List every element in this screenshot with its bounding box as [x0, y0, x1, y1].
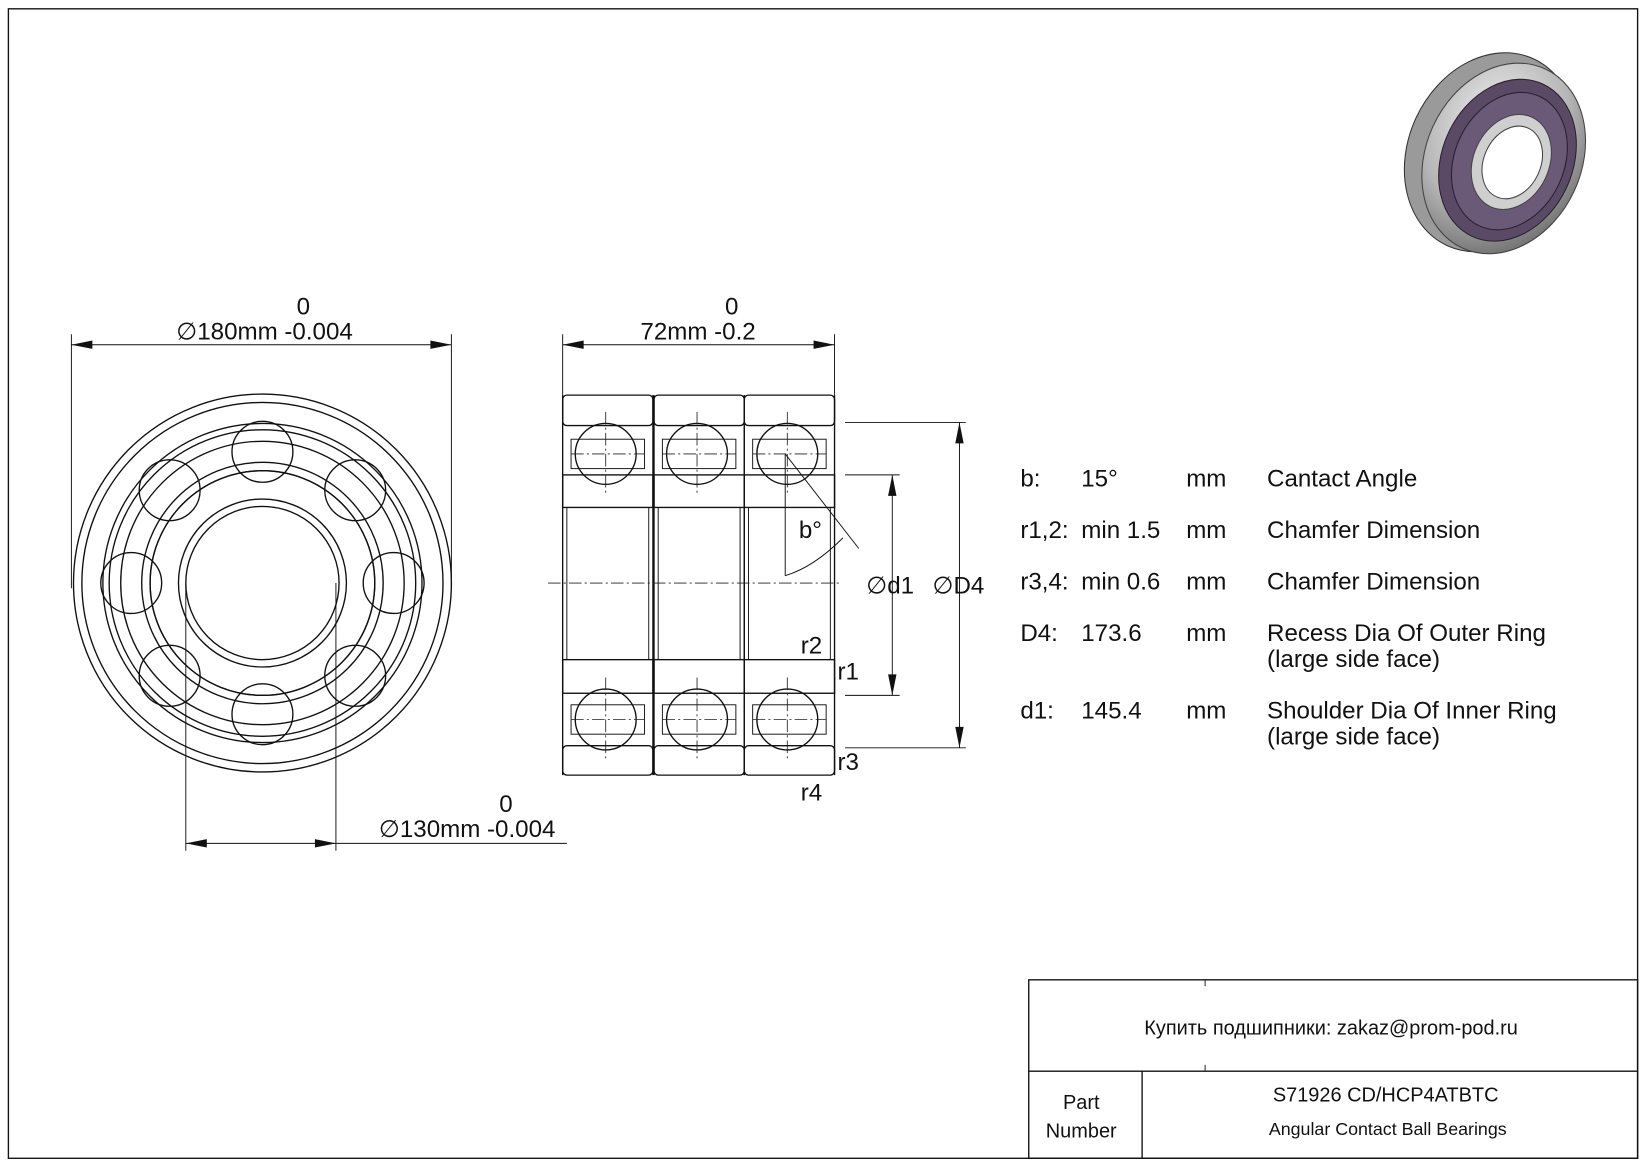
front-dimensions: 0 ∅180mm -0.004 0 ∅130mm -0.004: [70, 293, 567, 851]
spec-desc2: (large side face): [1267, 724, 1440, 751]
outer-ring-section: [561, 394, 654, 427]
width-label: 72mm -0.2: [640, 318, 755, 345]
cage-outer: [120, 440, 405, 726]
spec-unit: mm: [1186, 517, 1226, 544]
outer-ring-chamfer: [81, 401, 444, 765]
bore-dia-tolerance-upper: 0: [499, 791, 512, 818]
spec-value: 15°: [1081, 465, 1117, 492]
d1-label: ∅d1: [866, 573, 914, 600]
inner-ring-section: [561, 658, 654, 694]
spec-value: 173.6: [1081, 620, 1141, 647]
part-type: Angular Contact Ball Bearings: [1269, 1119, 1507, 1139]
contact-angle-label: b°: [799, 517, 822, 544]
D4-label: ∅D4: [932, 573, 984, 600]
spec-desc: Chamfer Dimension: [1267, 517, 1480, 544]
spec-desc: Shoulder Dia Of Inner Ring: [1267, 697, 1557, 724]
outer-ring-inner: [102, 422, 423, 744]
spec-symbol: r1,2:: [1020, 517, 1068, 544]
ball: [100, 551, 163, 615]
spec-unit: mm: [1186, 568, 1226, 595]
ball: [138, 459, 201, 522]
cage-inner: [141, 461, 384, 705]
bore-dia-label: ∅130mm -0.004: [379, 816, 556, 843]
width-tolerance-upper: 0: [725, 293, 738, 320]
bearing-3d-render: [1403, 52, 1587, 255]
spec-value: 145.4: [1081, 697, 1141, 724]
inner-ring-outer: [149, 470, 376, 697]
inner-ring-section: [743, 658, 836, 694]
spec-desc2: (large side face): [1267, 646, 1440, 673]
ball: [324, 459, 387, 522]
inner-ring-section: [561, 474, 654, 509]
front-view: [72, 393, 453, 773]
ball: [138, 644, 201, 707]
section-dimensions: 0 72mm -0.2 ∅d1 ∅D4 b° r2 r1 r3 r4: [562, 293, 984, 806]
outer-ring-section: [743, 394, 836, 427]
spec-symbol: D4:: [1020, 620, 1058, 647]
spec-symbol: r3,4:: [1020, 568, 1068, 595]
ball: [231, 420, 294, 483]
spec-unit: mm: [1186, 620, 1226, 647]
ball: [362, 551, 425, 615]
r3-label: r3: [837, 749, 858, 776]
inner-ring-shoulder: [177, 498, 348, 668]
r4-label: r4: [801, 779, 822, 806]
drawing-border: [7, 8, 1639, 1159]
r1-label: r1: [837, 659, 858, 686]
spec-value: min 0.6: [1081, 568, 1160, 595]
ball: [231, 683, 294, 746]
inner-ring-section: [653, 658, 745, 694]
part-label: Part: [1063, 1092, 1100, 1114]
inner-ring-section: [743, 474, 836, 509]
spec-desc: Recess Dia Of Outer Ring: [1267, 620, 1546, 647]
ball: [324, 644, 387, 707]
inner-ring-outer: [149, 470, 376, 697]
spec-value: min 1.5: [1081, 517, 1160, 544]
outer-ring-section: [653, 394, 745, 427]
outer-dia-tolerance-upper: 0: [297, 293, 310, 320]
spec-symbol: d1:: [1020, 697, 1054, 724]
section-view: [547, 394, 840, 776]
r2-label: r2: [801, 632, 822, 659]
spec-unit: mm: [1186, 697, 1226, 724]
spec-symbol: b:: [1020, 465, 1040, 492]
outer-dia-label: ∅180mm -0.004: [176, 318, 353, 345]
spec-desc: Chamfer Dimension: [1267, 568, 1480, 595]
title-block: Купить подшипники: zakaz@prom-pod.ru Par…: [1028, 979, 1639, 1159]
spec-unit: mm: [1186, 465, 1226, 492]
spec-desc: Cantact Angle: [1267, 465, 1417, 492]
buy-contact-text: Купить подшипники: zakaz@prom-pod.ru: [1144, 1017, 1518, 1039]
outer-ring-shoulder: [108, 429, 417, 737]
inner-ring-section: [653, 474, 745, 509]
number-label: Number: [1046, 1120, 1117, 1142]
outer-ring-edge: [72, 393, 453, 773]
part-number: S71926 CD/HCP4ATBTC: [1273, 1085, 1499, 1107]
bore: [185, 505, 340, 661]
